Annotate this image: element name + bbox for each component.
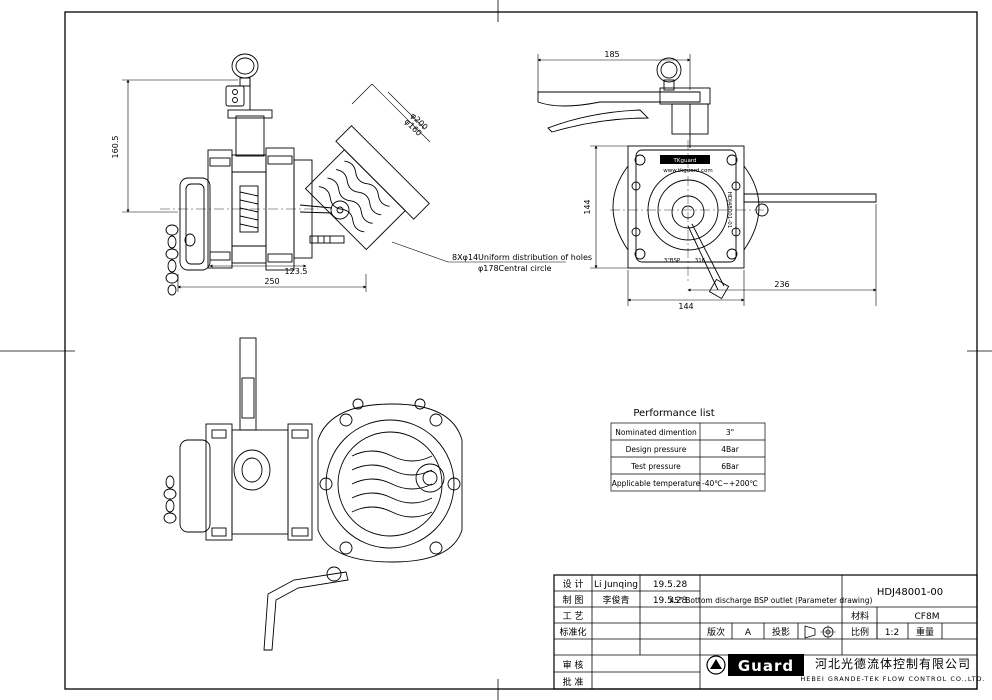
tb-design-name: Li Junqing — [594, 580, 638, 590]
company-name-en: HEBEI GRANDE-TEK FLOW CONTROL CO.,LTD. — [800, 675, 985, 683]
front-website: www.tkguard.com — [663, 168, 713, 174]
performance-title: Performance list — [633, 408, 714, 419]
perf-label-0: Nominated dimention — [615, 428, 697, 437]
tb-draw-date: 19.5.28 — [653, 596, 688, 606]
tb-standard-label: 标准化 — [559, 626, 586, 638]
tb-draw-label: 制 图 — [563, 594, 584, 606]
dim-side-offset: 123.5 — [285, 267, 308, 276]
tb-version-value: A — [745, 628, 752, 638]
dim-front-height: 144 — [583, 199, 592, 214]
perf-value-2: 6Bar — [721, 462, 740, 471]
tb-review-label: 审 核 — [563, 659, 584, 671]
dim-side-height: 160.5 — [111, 136, 120, 159]
dim-side-total-length: 250 — [264, 277, 279, 286]
company-name-cn: 河北光德流体控制有限公司 — [815, 656, 971, 671]
company-logo: Guard — [706, 654, 804, 676]
note-holes-line2: φ178Central circle — [478, 264, 552, 273]
tb-version-label: 版次 — [707, 626, 725, 638]
tb-approve-label: 批 准 — [563, 676, 584, 688]
tb-draw-name: 李俊青 — [602, 594, 629, 606]
tb-scale-value: 1:2 — [885, 628, 899, 638]
front-material-mark: 316 — [695, 258, 706, 264]
tb-material-value: CF8M — [915, 612, 940, 622]
tb-weight-label: 重量 — [916, 626, 934, 638]
tb-craft-label: 工 艺 — [563, 611, 584, 622]
chain — [165, 224, 196, 296]
tb-drawing-title: 45° Bottom discharge BSP outlet (Paramet… — [670, 596, 873, 605]
front-brand: TKguard — [673, 158, 697, 164]
note-holes-line1: 8Xφ14Uniform distribution of holes — [452, 253, 592, 262]
perf-label-3: Applicable temperature — [612, 479, 701, 488]
side-view-dimensions — [122, 79, 566, 292]
perf-value-0: 3" — [726, 428, 734, 437]
side-view — [160, 53, 430, 296]
tb-design-date: 19.5.28 — [653, 580, 688, 590]
tb-material-label: 材料 — [851, 610, 869, 622]
perf-value-1: 4Bar — [721, 445, 740, 454]
front-part-no: HDJ48001-01 — [726, 192, 732, 228]
logo-text: Guard — [738, 657, 794, 675]
front-view-dimensions — [537, 54, 877, 306]
performance-table — [610, 422, 766, 492]
front-brand-plate — [660, 155, 710, 164]
tb-scale-label: 比例 — [851, 626, 869, 638]
dim-front-width: 144 — [678, 302, 693, 311]
tb-design-label: 设 计 — [563, 578, 584, 590]
perf-label-1: Design pressure — [626, 445, 687, 454]
perf-label-2: Test pressure — [630, 462, 681, 471]
dim-handle-reach: 236 — [774, 280, 789, 289]
front-size-mark: 3"BSP — [664, 258, 681, 264]
tb-projection-label: 投影 — [772, 626, 790, 638]
bottom-view — [163, 337, 463, 651]
perf-value-3: -40℃~+200℃ — [702, 479, 758, 488]
tb-drawing-no: HDJ48001-00 — [877, 587, 943, 598]
dim-handle-length: 185 — [604, 50, 619, 59]
front-view — [537, 57, 877, 300]
